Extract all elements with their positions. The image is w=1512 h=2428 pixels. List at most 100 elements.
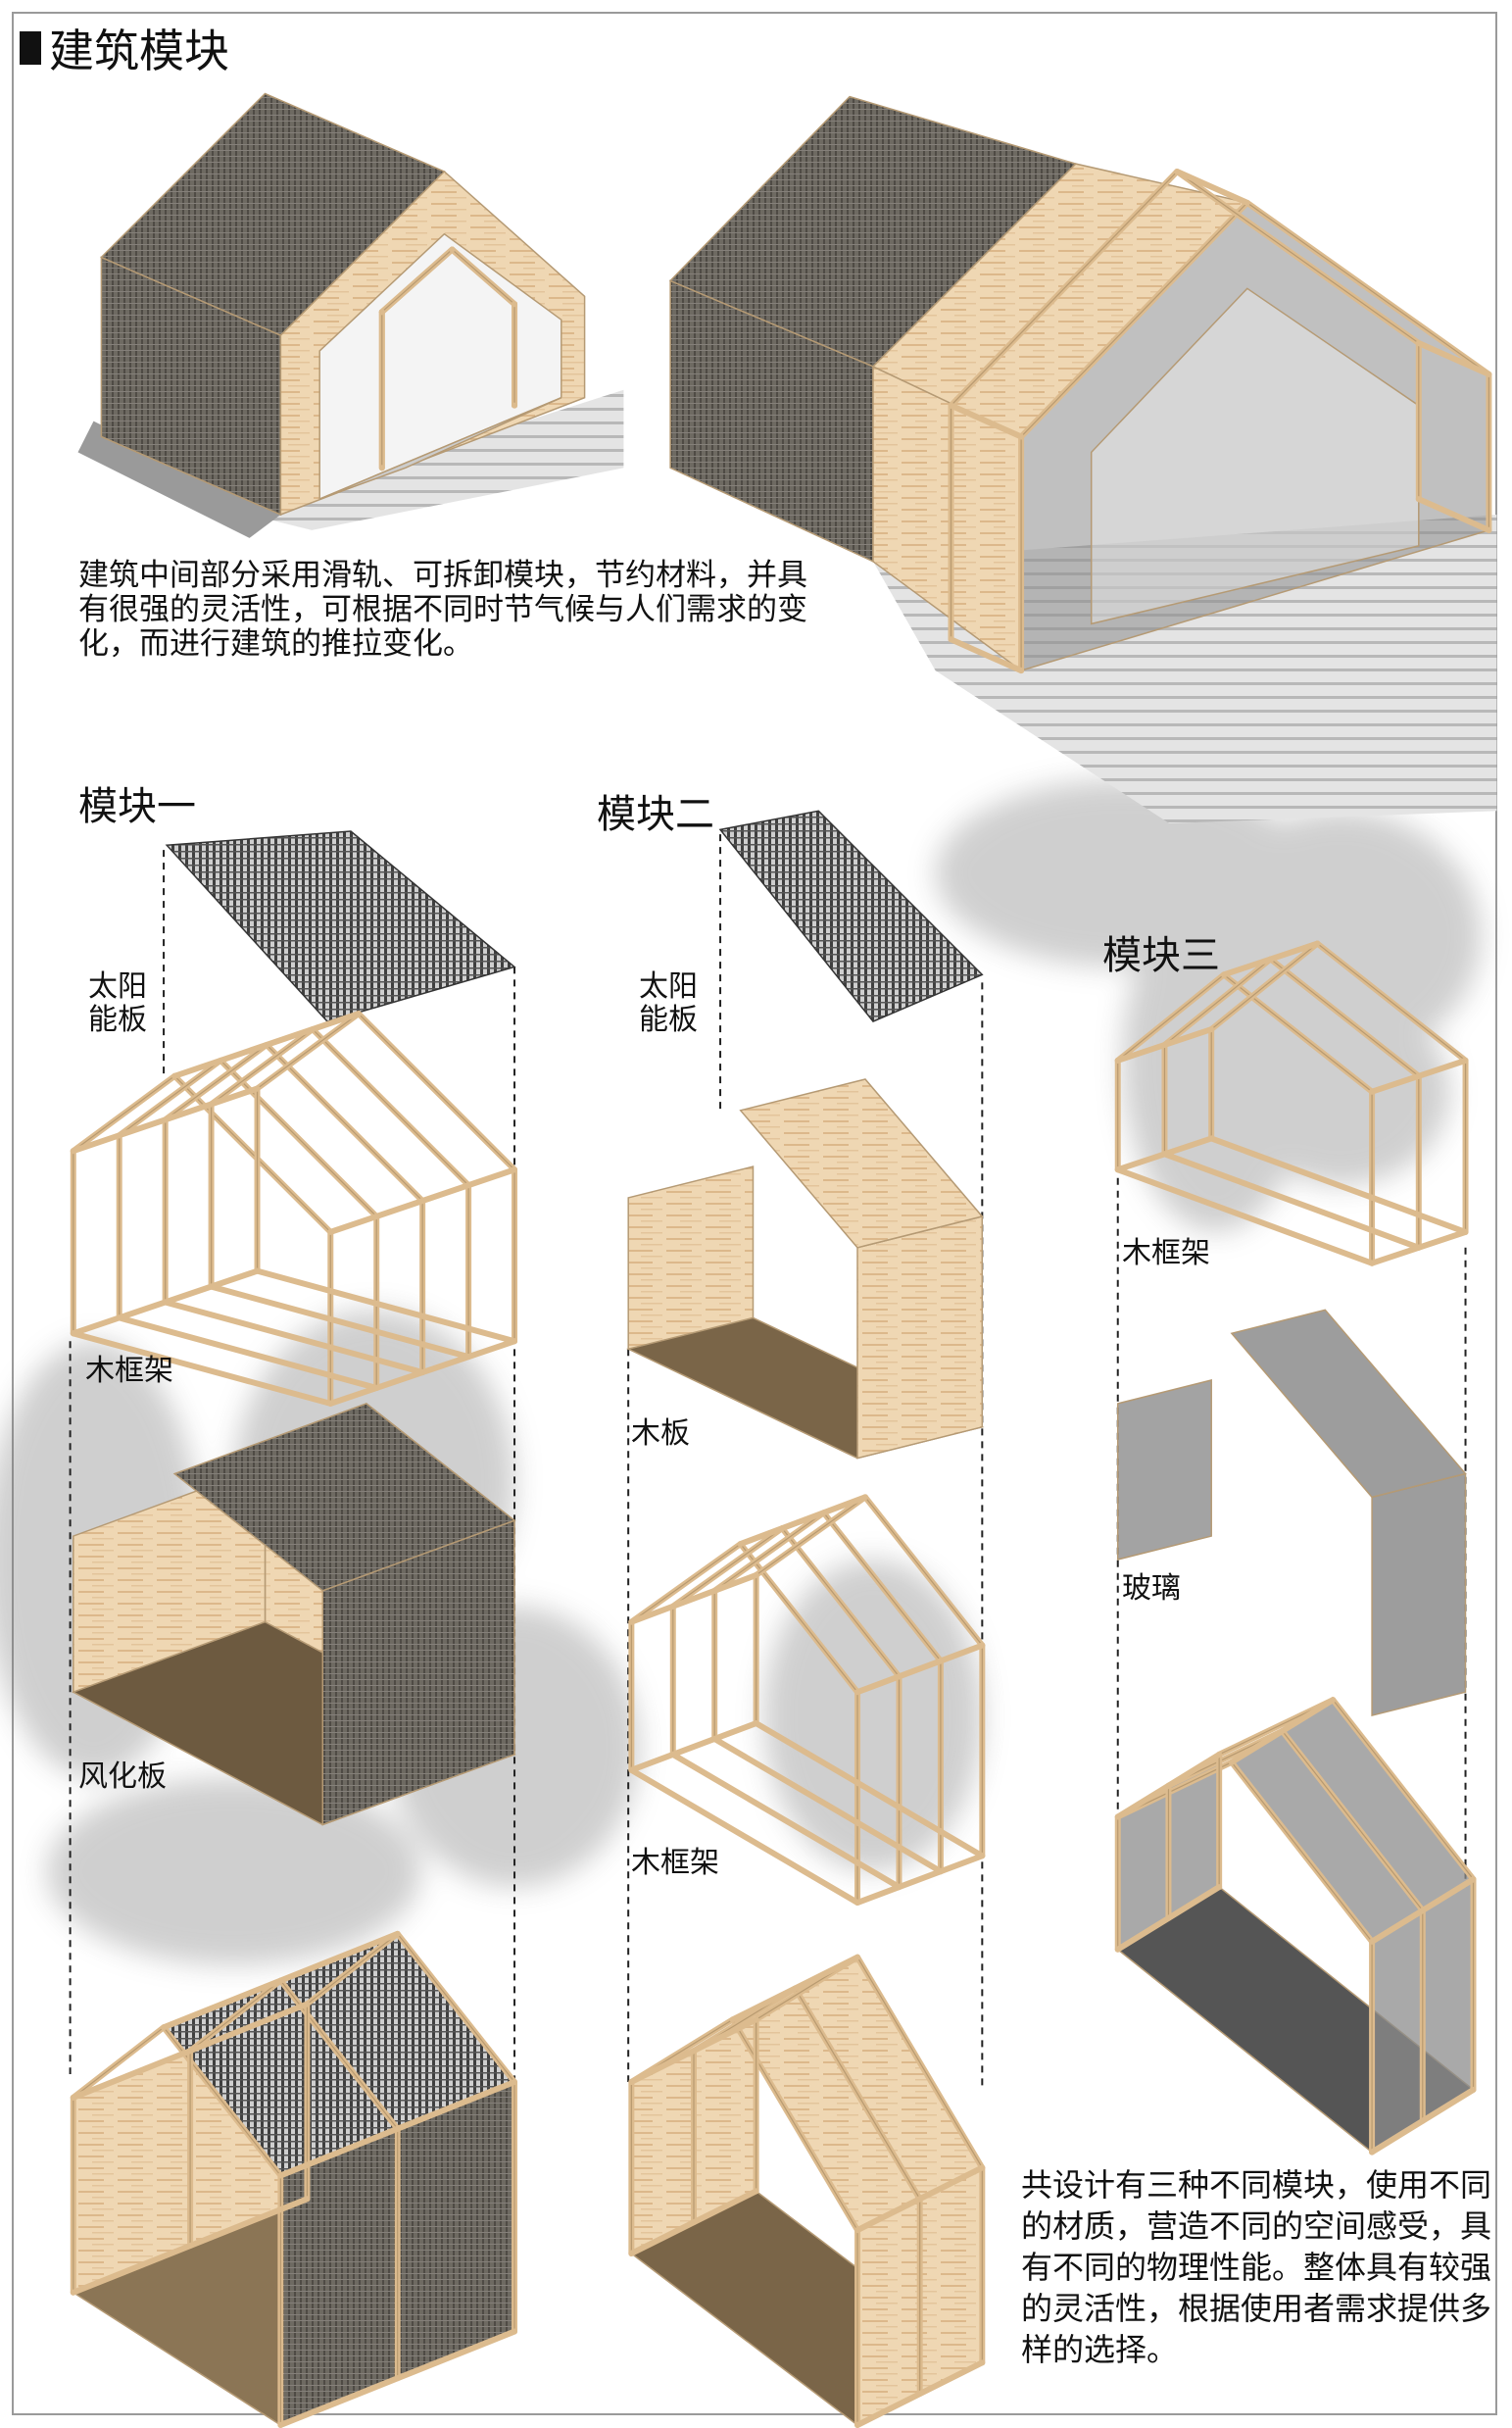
frame-purlin (628, 1571, 759, 1625)
module-3-glass-label: 玻璃 (1122, 1571, 1181, 1606)
module-1-solar-panel (165, 830, 516, 1022)
frame-purlin (737, 1494, 869, 1548)
frame-beam-edge (312, 1028, 469, 1186)
frame-beam-edge (397, 1933, 515, 2083)
frame-purlin (1415, 496, 1492, 533)
frame-purlin (171, 1011, 362, 1079)
glass-interior (1090, 287, 1420, 625)
frame-purlin (1369, 1228, 1469, 1266)
frame-purlin (854, 1642, 986, 1696)
shadow (77, 421, 281, 538)
module-1-wood-frame (70, 1011, 518, 1407)
frame-purlin (1228, 1697, 1337, 1765)
frame-beam-edge (257, 1013, 360, 1090)
frame-beam-edge (951, 171, 1178, 407)
module-2-wood-board (625, 1078, 985, 1460)
module-2-assembled (628, 1954, 986, 2428)
module-2-title: 模块二 (597, 792, 714, 837)
frame-purlin (854, 1853, 986, 1907)
frame-beam-edge (307, 1933, 399, 2005)
frame-beam-edge (1317, 943, 1466, 1062)
frame-beam-edge (864, 1496, 983, 1646)
frame-beam-edge (73, 2026, 165, 2099)
module-3-wood-frame (1114, 940, 1469, 1266)
frame-beam-edge (219, 1060, 377, 1217)
module-3-frame-label: 木框架 (1122, 1236, 1210, 1270)
module-1-frame-label: 木框架 (85, 1354, 173, 1388)
frame-beam-edge (856, 1957, 983, 2168)
frame-beam-edge (451, 249, 515, 305)
left-wall (627, 1165, 755, 1351)
frame-beam-edge (189, 1980, 281, 2052)
frame-sill (208, 1283, 472, 1361)
frame-beam-edge (1164, 958, 1272, 1046)
frame-sill (116, 1314, 380, 1391)
tree-silhouette (763, 1560, 983, 1872)
frame-beam-edge (781, 1527, 900, 1677)
frame-beam-edge (1117, 973, 1225, 1062)
frame-purlin (1114, 1751, 1223, 1820)
frame-beam-edge (794, 1988, 921, 2200)
frame-sill (753, 1720, 986, 1859)
frame-purlin (277, 2328, 518, 2428)
frame-beam-edge (713, 1511, 824, 1592)
frame-purlin (1369, 1057, 1469, 1095)
module-3-glass (1116, 1309, 1467, 1717)
frame-sill (1161, 1151, 1422, 1251)
module-3-title: 模块三 (1102, 933, 1220, 978)
title-text: 建筑模块 (49, 25, 229, 77)
page-title: 建筑模块 (20, 16, 229, 80)
frame-beam-edge (740, 1543, 858, 1693)
frame-purlin (1369, 1876, 1477, 1945)
frame-purlin (1114, 1026, 1215, 1064)
frame-beam-edge (756, 1496, 866, 1576)
module-1-title: 模块一 (78, 784, 196, 829)
frame-purlin (854, 2359, 986, 2428)
top-left-building (77, 92, 624, 538)
module-1-solar-label: 太阳 能板 (88, 969, 147, 1037)
frame-purlin (70, 2196, 311, 2296)
frame-sill (162, 1299, 426, 1376)
frame-purlin (1174, 169, 1250, 206)
frame-purlin (948, 402, 1025, 440)
frame-purlin (70, 1267, 261, 1337)
frame-purlin (1220, 940, 1321, 978)
frame-beam-edge (1223, 973, 1373, 1093)
summary-text: 共设计有三种不同模块，使用不同 的材质，营造不同的空间感受，具 有不同的物理性能… (1021, 2166, 1492, 2368)
solar-panel (718, 810, 984, 1023)
module-2-solar-label: 太阳 能板 (639, 969, 698, 1037)
solar-panel (165, 830, 516, 1022)
frame-purlin (1114, 1135, 1215, 1173)
frame-purlin (854, 2164, 986, 2234)
frame-beam-edge (631, 1543, 742, 1623)
frame-beam-edge (165, 1044, 268, 1120)
frame-purlin (161, 1930, 401, 2031)
frame-beam-edge (823, 1511, 942, 1661)
frame-beam-edge (1270, 958, 1420, 1077)
frame-purlin (327, 1338, 518, 1407)
frame-sill (669, 1751, 902, 1891)
module-2-solar-panel (718, 810, 984, 1023)
intro-text: 建筑中间部分采用滑轨、可拆卸模块，节约材料，并具 有很强的灵活性，可根据不同时节… (78, 558, 807, 662)
frame-purlin (948, 636, 1025, 674)
frame-beam-edge (1210, 943, 1318, 1030)
tree-silhouette (46, 1777, 421, 1965)
module-3-assembled (1114, 1697, 1477, 2155)
frame-beam-edge (211, 1028, 314, 1105)
frame-purlin (70, 2001, 311, 2101)
frame-beam-edge (1282, 1730, 1424, 1911)
floor (318, 397, 562, 500)
frame-beam-edge (266, 1044, 423, 1202)
frame-purlin (628, 2188, 759, 2256)
frame-purlin (70, 1085, 261, 1155)
glass-left-wall (1116, 1379, 1212, 1561)
module-2-wood-frame (628, 1494, 986, 1907)
frame-beam-edge (73, 1075, 175, 1152)
frame-purlin (729, 1954, 861, 2023)
frame-purlin (277, 2078, 518, 2179)
frame-sill (711, 1735, 944, 1875)
frame-sill (628, 1766, 861, 1907)
frame-purlin (327, 1166, 518, 1235)
frame-beam-edge (381, 249, 453, 313)
